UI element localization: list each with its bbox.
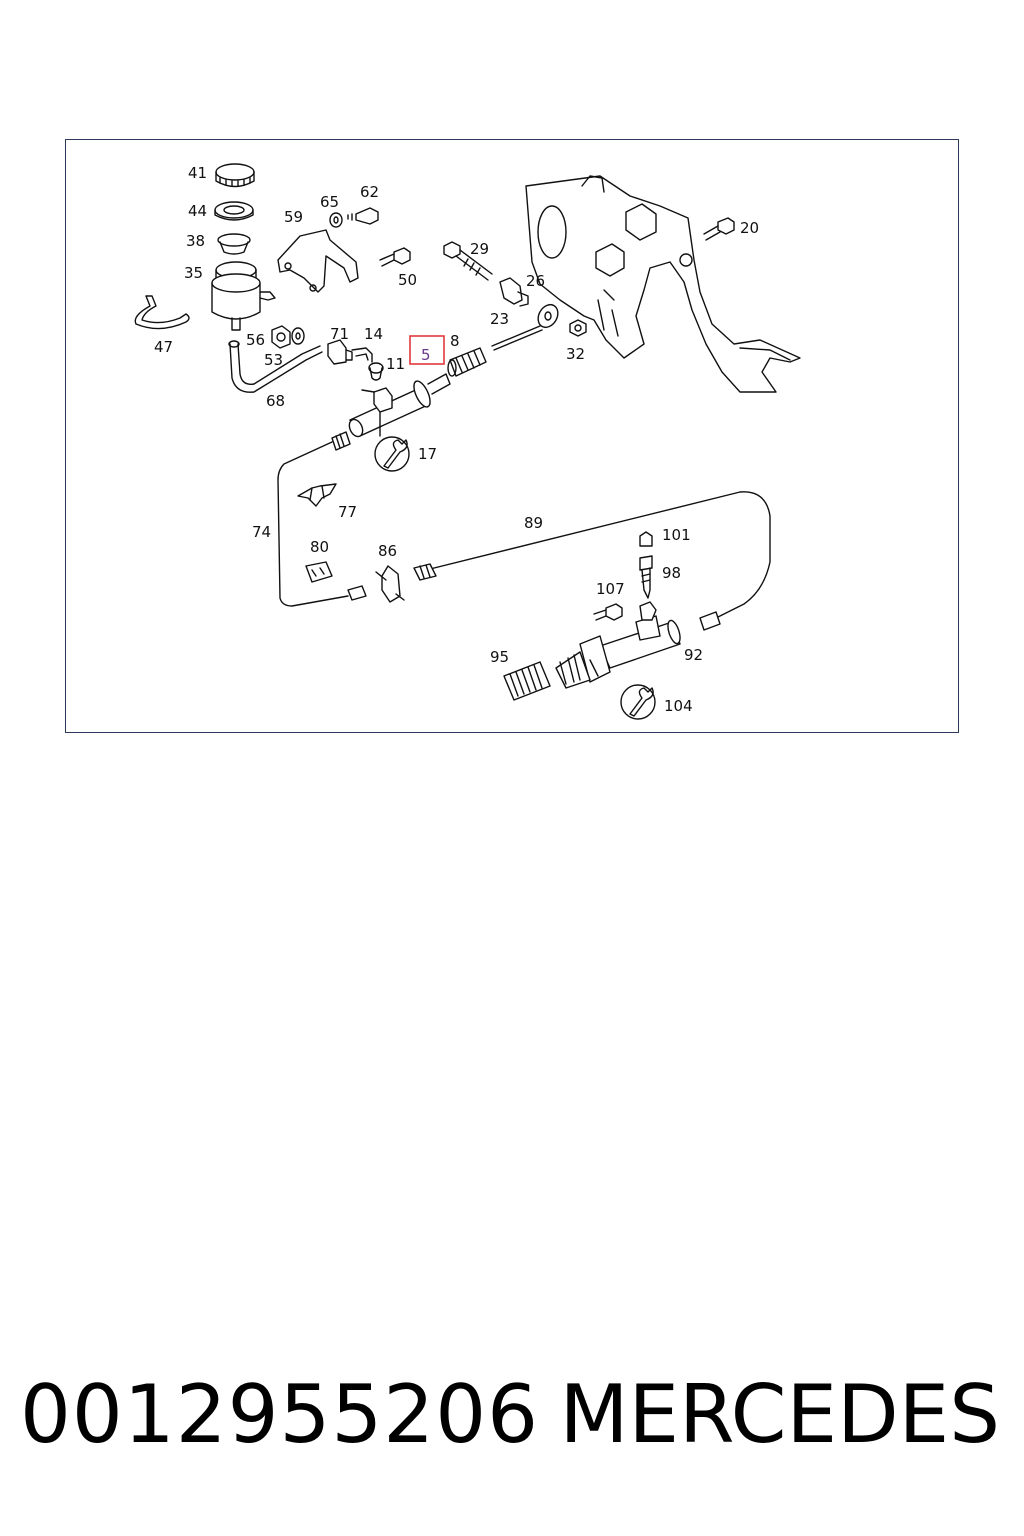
label-71[interactable]: 71 [330, 325, 349, 343]
reservoir-strainer-part [217, 233, 251, 255]
bolt-part [379, 247, 411, 267]
label-44[interactable]: 44 [188, 202, 207, 220]
label-77[interactable]: 77 [338, 503, 357, 521]
hydraulic-line-part [277, 431, 367, 607]
bleeder-cap-part [639, 531, 653, 547]
wrench-icon [374, 436, 410, 472]
label-32[interactable]: 32 [566, 345, 585, 363]
diagram-frame [65, 139, 959, 733]
bolt-part [593, 603, 623, 621]
bolt-part [703, 217, 735, 241]
pivot-bolt-part [443, 241, 493, 281]
bracket-clip-part [375, 565, 405, 603]
wrench-icon [620, 684, 656, 720]
label-29[interactable]: 29 [470, 240, 489, 258]
label-68[interactable]: 68 [266, 392, 285, 410]
reservoir-part [211, 261, 276, 331]
label-80[interactable]: 80 [310, 538, 329, 556]
footer: 0012955206 MERCEDES [0, 1368, 1024, 1468]
label-35[interactable]: 35 [184, 264, 203, 282]
label-11[interactable]: 11 [386, 355, 405, 373]
label-56[interactable]: 56 [246, 331, 265, 349]
mounting-bracket-part [277, 229, 359, 293]
label-8[interactable]: 8 [450, 332, 460, 350]
label-17[interactable]: 17 [418, 445, 437, 463]
label-62[interactable]: 62 [360, 183, 379, 201]
label-20[interactable]: 20 [740, 219, 759, 237]
brand-name: MERCEDES [559, 1368, 1000, 1461]
bracket-clamp-part [134, 295, 190, 330]
label-47[interactable]: 47 [154, 338, 173, 356]
nut-part [271, 325, 291, 349]
bleeder-valve-part [639, 555, 653, 599]
reservoir-hose-part [228, 340, 323, 393]
washer-part [291, 327, 305, 345]
push-rod-part [491, 303, 559, 351]
line-clip-part [297, 483, 337, 507]
label-38[interactable]: 38 [186, 232, 205, 250]
label-53[interactable]: 53 [264, 351, 283, 369]
label-14[interactable]: 14 [364, 325, 383, 343]
label-65[interactable]: 65 [320, 193, 339, 211]
clutch-slave-cylinder-part [555, 601, 681, 689]
hydraulic-line-part [413, 491, 771, 631]
line-holder-part [305, 561, 333, 583]
label-86[interactable]: 86 [378, 542, 397, 560]
label-107[interactable]: 107 [596, 580, 625, 598]
hose-clip-part [327, 339, 353, 365]
label-98[interactable]: 98 [662, 564, 681, 582]
elbow-fitting-part [351, 347, 373, 363]
label-23[interactable]: 23 [490, 310, 509, 328]
nut-part [569, 319, 587, 337]
reservoir-cap-part [215, 163, 255, 188]
clutch-pedal-assembly-part [525, 175, 801, 393]
label-41[interactable]: 41 [188, 164, 207, 182]
label-89[interactable]: 89 [524, 514, 543, 532]
label-101[interactable]: 101 [662, 526, 691, 544]
label-59[interactable]: 59 [284, 208, 303, 226]
label-50[interactable]: 50 [398, 271, 417, 289]
part-number: 0012955206 [20, 1368, 539, 1461]
grommet-part [368, 362, 384, 381]
slave-boot-part [503, 661, 551, 701]
label-26[interactable]: 26 [526, 272, 545, 290]
dust-boot-part [447, 347, 487, 377]
washer-part [329, 212, 343, 228]
label-104[interactable]: 104 [664, 697, 693, 715]
label-5-highlighted[interactable]: 5 [421, 346, 431, 364]
clutch-master-cylinder-part [348, 373, 451, 438]
fitting-part [499, 277, 529, 307]
label-92[interactable]: 92 [684, 646, 703, 664]
label-95[interactable]: 95 [490, 648, 509, 666]
reservoir-seal-part [214, 201, 254, 221]
highlight-box [409, 335, 445, 365]
label-74[interactable]: 74 [252, 523, 271, 541]
bolt-part [347, 207, 379, 225]
